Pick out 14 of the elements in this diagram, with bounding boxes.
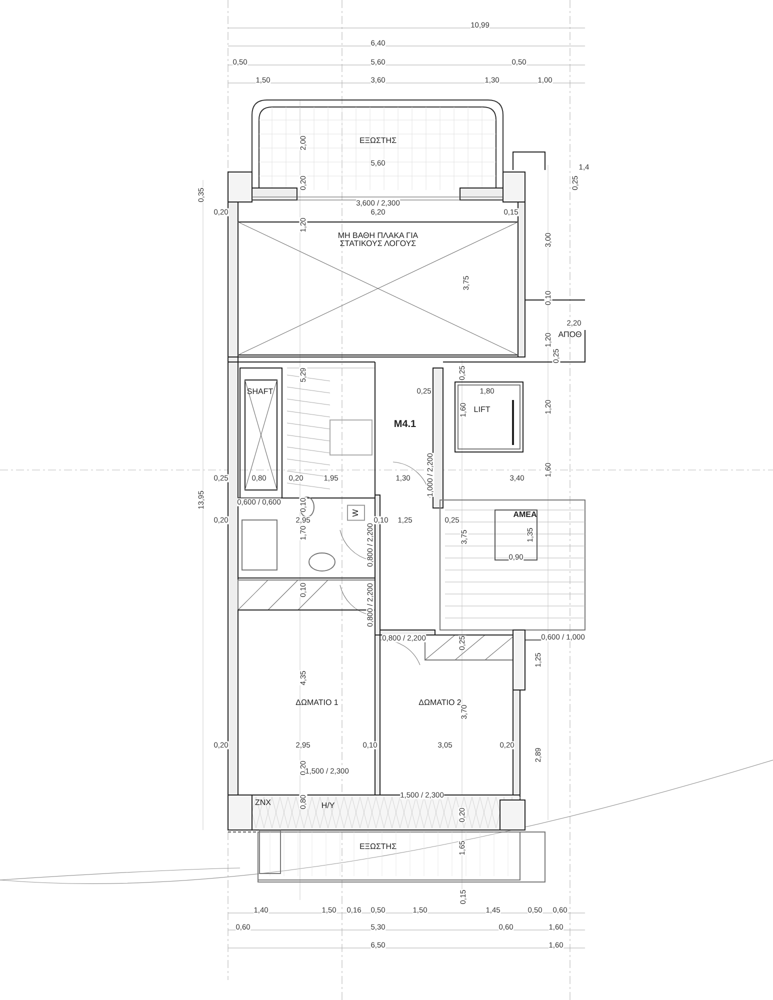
- room-label: Η/Υ: [321, 802, 335, 810]
- equipment-box: [259, 830, 281, 874]
- room-label: ΑΠΟΘ: [558, 331, 582, 339]
- room-label: ΕΞΩΣΤΗΣ: [359, 843, 397, 851]
- room-label: ΑΜΕΑ: [513, 511, 537, 519]
- room-label: ΖΝΧ: [255, 799, 271, 807]
- room-label: W: [347, 505, 365, 521]
- room-label: ΜΗ ΒΑΘΗ ΠΛΑΚΑ ΓΙΑ ΣΤΑΤΙΚΟΥΣ ΛΟΓΟΥΣ: [323, 232, 433, 248]
- room-label: M4.1: [394, 420, 416, 430]
- room-label: LIFT: [474, 406, 490, 414]
- room-label: ΕΞΩΣΤΗΣ: [359, 137, 397, 145]
- room-label: SHAFT: [246, 388, 274, 396]
- room-label: ΔΩΜΑΤΙΟ 2: [418, 699, 462, 707]
- room-label: ΔΩΜΑΤΙΟ 1: [296, 699, 338, 707]
